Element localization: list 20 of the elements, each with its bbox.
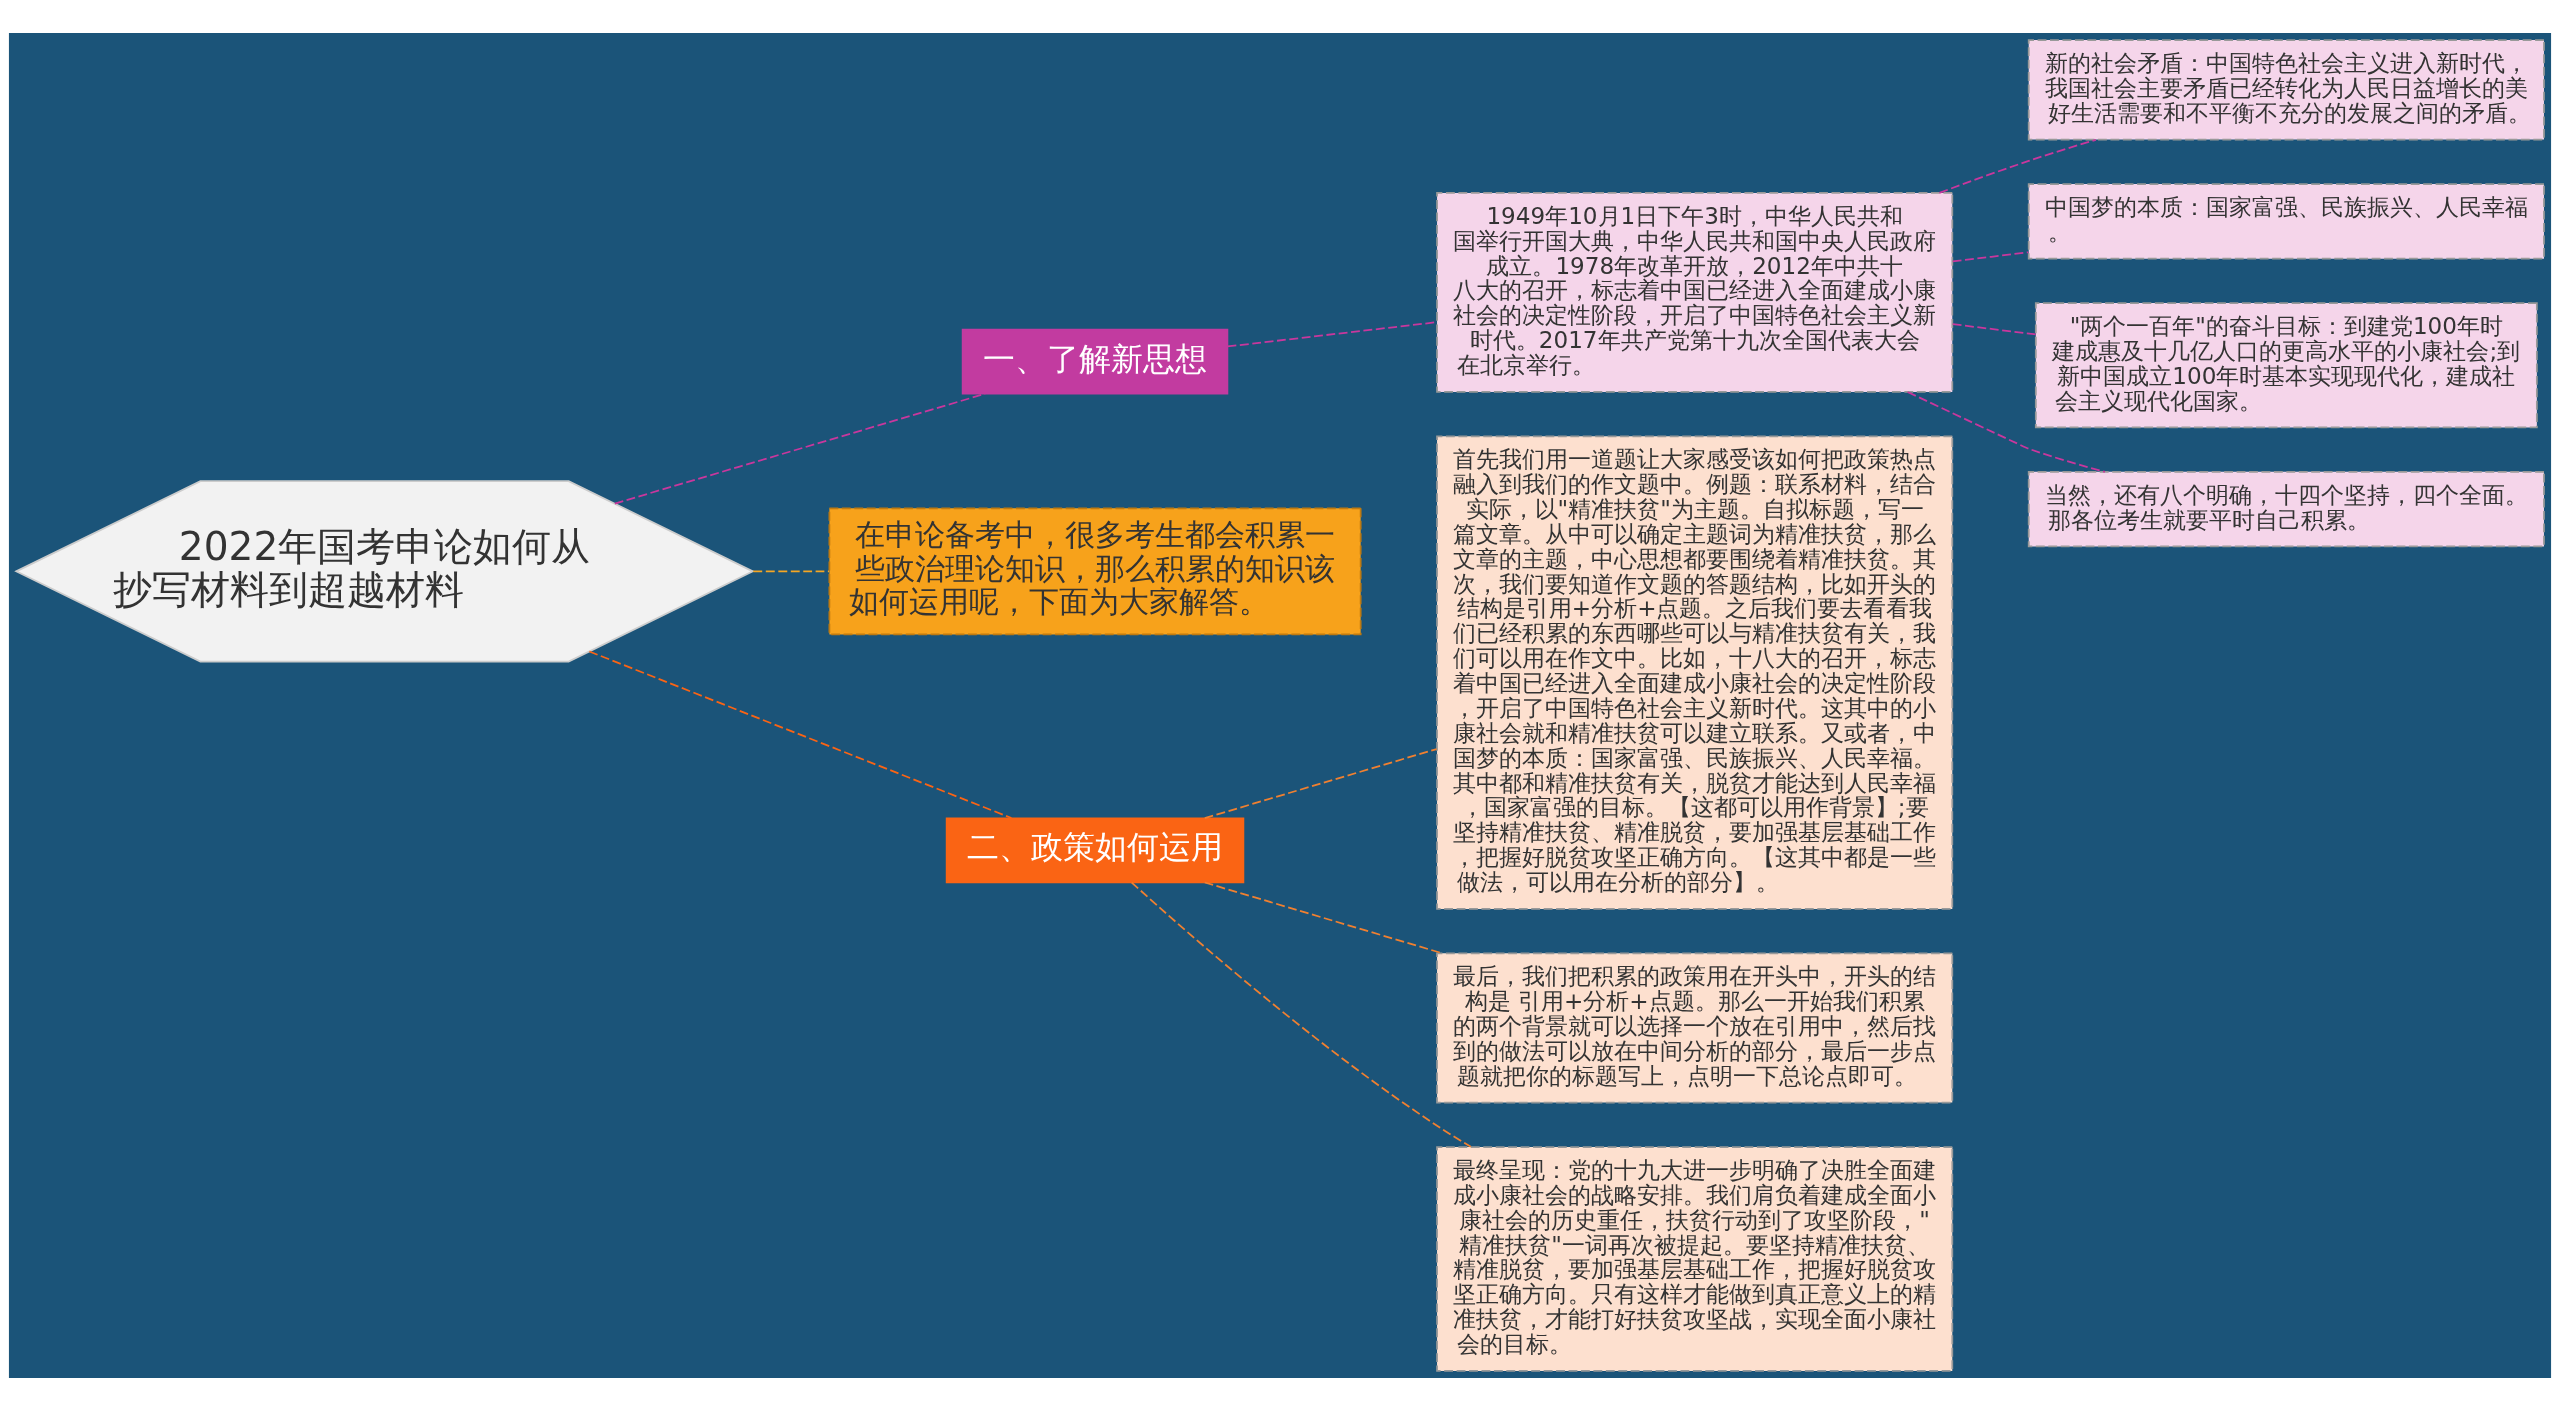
- connector: [613, 392, 986, 505]
- node-box: 最后，我们把积累的政策用在开头中，开头的结构是 引用+分析+点题。那么一开始我们积累的两个背景就可以选择一个放在引用中，然后找到的做法可以放在中间分析的部分，最后一步点题就把你的标题写上，点明一下总论点即可。: [1436, 952, 1954, 1104]
- connector: [1951, 323, 2037, 336]
- connector: [588, 650, 1013, 819]
- connector: [1203, 748, 1438, 819]
- node-box: 中国梦的本质：国家富强、民族振兴、人民幸福。: [2027, 183, 2545, 260]
- node-box: 当然，还有八个明确，十四个坚持，四个全面。那各位考生就要平时自己积累。: [2027, 470, 2545, 548]
- connector: [1130, 881, 1472, 1148]
- connector: [752, 570, 830, 573]
- node-box: 在申论备考中，很多考生都会积累一些政治理论知识，那么积累的知识该如何运用呢，下面为大家解答。: [828, 507, 1362, 636]
- connector: [1906, 391, 2106, 473]
- node-box: 首先我们用一道题让大家感受该如何把政策热点融入到我们的作文题中。例题：联系材料，结合实际，以"精准扶贫"为主题。自拟标题，写一篇文章。从中可以确定主题词为精准扶贫，那么文章的主题，中心思想都要围绕着精准扶贫。其次，我们要知道作文题的答题结构，比如开头的结构是引用+分析+点题。之后我们要去看看我们已经积累的东西哪些可以与精准扶贫有关，我们可以用在作文中。比如，十八大的召开，标志着中国已经进入全面建成小康社会的决定性阶段，开启了中国特色社会主义新时代。这其中的小康社会就和精准扶贫可以建立联系。又或者，中国梦的本质：国家富强、民族振兴、人民幸福。其中都和精准扶贫有关，脱贫才能达到人民幸福，国家富强的目标。【这都可以用作背景】;要坚持精准扶贫、精准脱贫，要加强基层基础工作，把握好脱贫攻坚正确方向。【这其中都是一些做法，可以用在分析的部分】。: [1436, 435, 1954, 910]
- node-box: 一、了解新思想: [961, 328, 1229, 395]
- connector: [1938, 138, 2097, 194]
- node-box: "两个一百年"的奋斗目标：到建党100年时建成惠及十几亿人口的更高水平的小康社会;到新中国成立100年时基本实现现代化，建成社会主义现代化国家。: [2034, 302, 2538, 429]
- node-box: 最终呈现：党的十九大进一步明确了决胜全面建成小康社会的战略安排。我们肩负着建成全面小康社会的历史重任，扶贫行动到了攻坚阶段，"精准扶贫"一词再次被提起。要坚持精准扶贫、精准脱贫，要加强基层基础工作，把握好脱贫攻坚正确方向。只有这样才能做到真正意义上的精准扶贫，才能打好扶贫攻坚战，实现全面小康社会的目标。: [1436, 1146, 1954, 1372]
- node-box: 1949年10月1日下午3时，中华人民共和国举行开国大典，中华人民共和国中央人民政府成立。1978年改革开放，2012年中共十八大的召开，标志着中国已经进入全面建成小康社会的决定性阶段，开启了中国特色社会主义新时代。2017年共产党第十九次全国代表大会在北京举行。: [1436, 192, 1954, 393]
- node-box: 新的社会矛盾：中国特色社会主义进入新时代，我国社会主要矛盾已经转化为人民日益增长的美好生活需要和不平衡不充分的发展之间的矛盾。: [2027, 39, 2545, 141]
- connector: [1951, 251, 2030, 263]
- node-box: 二、政策如何运用: [945, 817, 1245, 884]
